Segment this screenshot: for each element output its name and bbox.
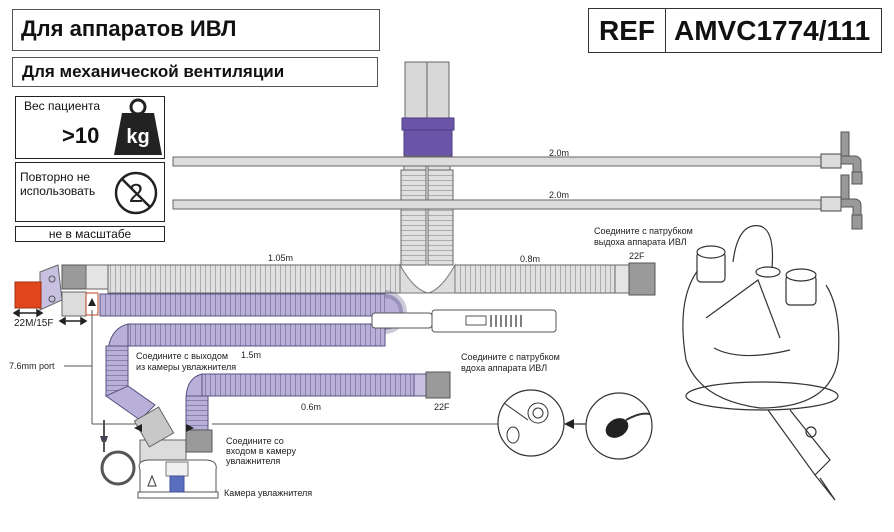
humidifier-chamber — [100, 406, 219, 499]
title-box: Для аппаратов ИВЛ — [12, 9, 380, 51]
insp-connect-line1: Соедините с патрубком — [461, 352, 560, 362]
length-humidifier-segment: 0.6m — [301, 402, 322, 412]
length-inspiratory-loop: 1.5m — [241, 350, 262, 360]
page-subtitle: Для механической вентиляции — [22, 62, 285, 81]
chamber-out-line2: из камеры увлажнителя — [136, 362, 237, 372]
port-size: 7.6mm port — [9, 361, 55, 371]
insp-connect-line2: вдоха аппарата ИВЛ — [461, 363, 548, 373]
do-not-reuse-icon: 2 — [114, 171, 158, 215]
expiratory-limb — [107, 262, 656, 296]
insp-end-size: 22F — [434, 402, 450, 412]
weight-value: >10 — [62, 123, 100, 148]
chamber-in-line3: увлажнителя — [226, 456, 281, 466]
chamber-lid-illustration — [682, 225, 840, 501]
reuse-label-line1: Повторно не — [20, 170, 91, 184]
ref-box: REF AMVC1774/111 — [588, 8, 882, 53]
exp-end-size: 22F — [629, 251, 645, 261]
connector-detail — [497, 389, 653, 460]
ref-label: REF — [589, 9, 666, 52]
dimension-arrows — [12, 308, 88, 326]
chamber-label: Камера увлажнителя — [224, 488, 313, 498]
reuse-label-line2: использовать — [20, 184, 96, 198]
chamber-in-line1: Соедините со — [226, 436, 284, 446]
sampling-line-top — [172, 131, 863, 185]
exp-connect-line2: выдоха аппарата ИВЛ — [594, 237, 687, 247]
svg-text:2: 2 — [129, 178, 143, 208]
patient-end-size: 22M/15F — [14, 318, 54, 329]
weight-icon: kg — [114, 98, 162, 155]
exp-connect-line1: Соедините с патрубком — [594, 226, 693, 236]
scale-note: не в масштабе — [15, 226, 165, 242]
temperature-clip — [371, 309, 557, 333]
ref-code: AMVC1774/111 — [674, 14, 871, 46]
port-line — [64, 310, 500, 425]
length-line-top: 2.0m — [549, 148, 570, 158]
weight-label: Вес пациента — [24, 99, 101, 113]
subtitle-box: Для механической вентиляции — [12, 57, 378, 87]
chamber-in-line2: входом в камеру — [226, 446, 296, 456]
weight-unit: kg — [126, 126, 149, 148]
patient-weight-box: Вес пациента >10 kg — [15, 96, 165, 159]
inspiratory-limb — [85, 290, 451, 431]
sampling-line-bottom — [172, 174, 863, 230]
page-title: Для аппаратов ИВЛ — [21, 16, 237, 41]
length-expiratory-left: 1.05m — [268, 253, 294, 263]
chamber-out-line1: Соедините с выходом — [136, 351, 229, 361]
y-piece — [400, 61, 455, 266]
length-expiratory-right: 0.8m — [520, 254, 541, 264]
patient-elbow — [14, 264, 109, 317]
length-line-bottom: 2.0m — [549, 190, 570, 200]
do-not-reuse-box: Повторно не использовать 2 — [15, 162, 165, 222]
